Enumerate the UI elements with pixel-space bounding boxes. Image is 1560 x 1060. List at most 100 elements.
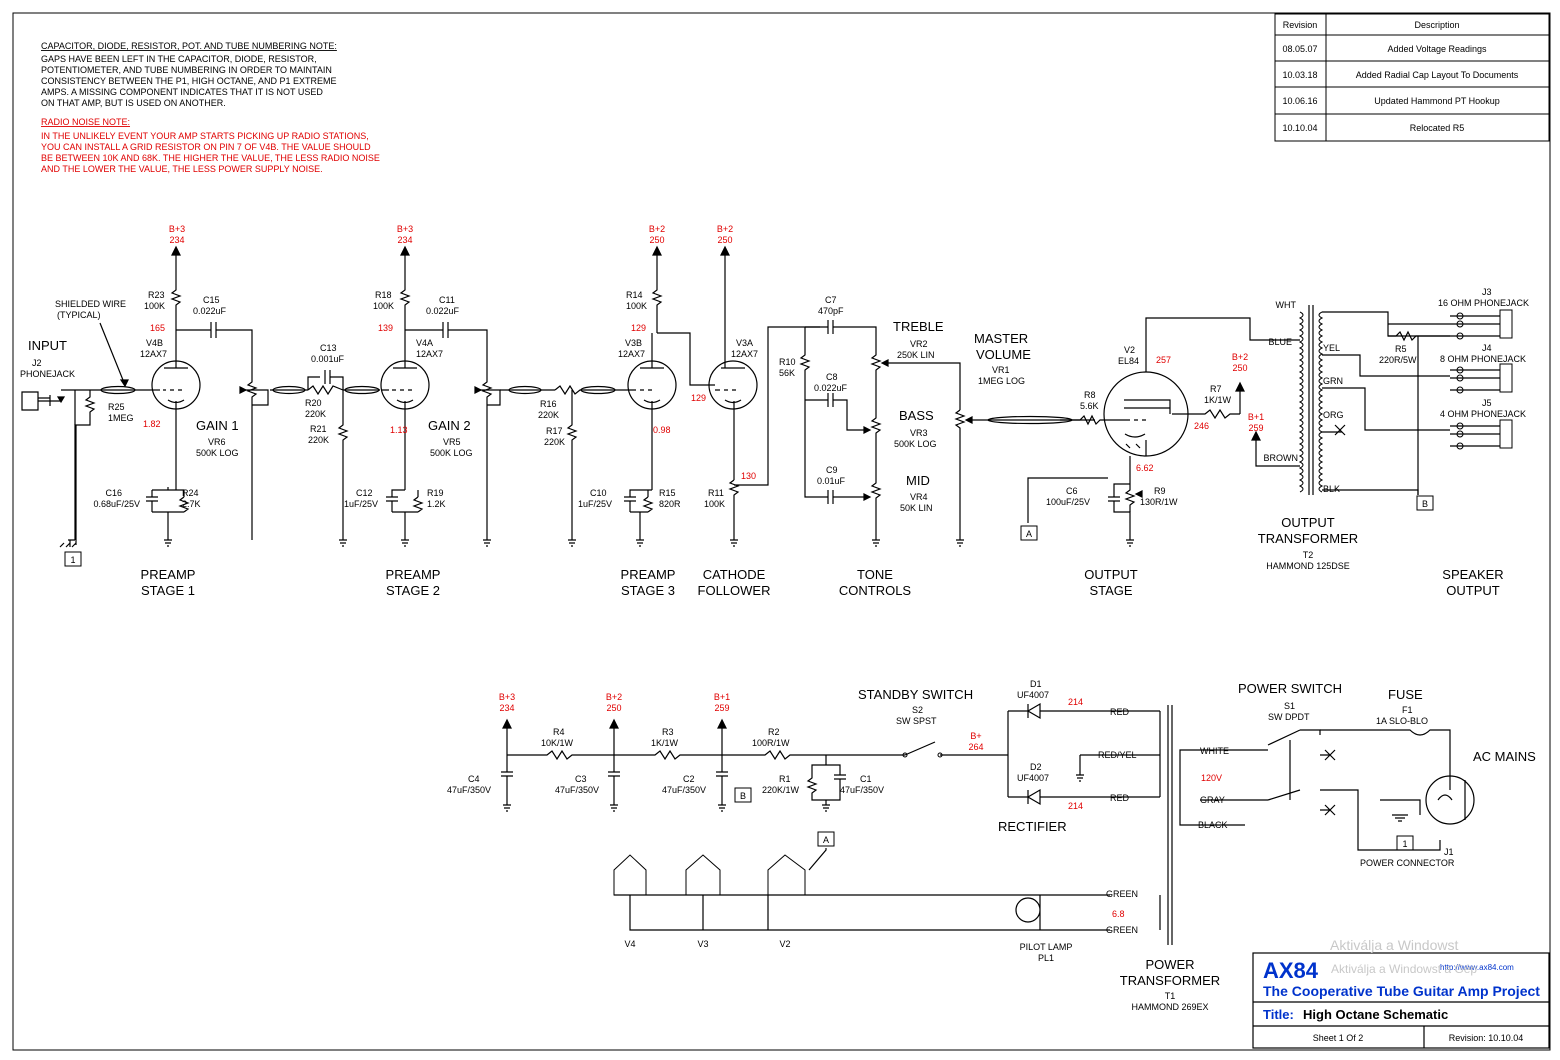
component-value: 1MEG LOG: [978, 376, 1025, 386]
voltage-reading: 1.13: [390, 425, 408, 435]
component-value: 47uF/350V: [840, 785, 884, 795]
pilot-lamp-label: PILOT LAMP: [1020, 942, 1073, 952]
component-ref: C10: [590, 488, 607, 498]
section-label: CATHODE: [703, 567, 766, 582]
rail-net: B+2: [606, 692, 622, 702]
wire-colors: WHT BLUE YEL GRN ORG BROWN BLK RED RED/Y…: [1098, 300, 1344, 935]
component-value: 220R/5W: [1379, 355, 1417, 365]
component-ref: VR5: [443, 437, 461, 447]
voltage-reading: 129: [691, 393, 706, 403]
component-value: 820R: [659, 499, 681, 509]
component-value: UF4007: [1017, 773, 1049, 783]
rail-net: B+2: [1232, 352, 1248, 362]
section-label: TRANSFORMER: [1258, 531, 1358, 546]
output-transformer: [1298, 305, 1450, 511]
t1-ref: T1: [1165, 991, 1176, 1001]
wire-color: GREEN: [1106, 889, 1138, 899]
notes-block: CAPACITOR, DIODE, RESISTOR, POT. AND TUB…: [41, 41, 380, 174]
component-value: 220K: [308, 435, 329, 445]
component-ref: V3A: [736, 338, 753, 348]
connector-label: 1: [1402, 839, 1407, 849]
rail-voltage: 234: [499, 703, 514, 713]
revision-number: Revision: 10.10.04: [1449, 1033, 1524, 1043]
component-value: 47uF/350V: [447, 785, 491, 795]
rail-voltage: 234: [169, 235, 184, 245]
radio-note-title: RADIO NOISE NOTE:: [41, 117, 130, 127]
preamp-stage-1: [21, 245, 308, 567]
component-ref: C4: [468, 774, 480, 784]
watermark-line: Aktiválja a Windowst a Gép: [1331, 962, 1477, 976]
connector-label: A: [1026, 529, 1032, 539]
component-ref: R17: [546, 426, 563, 436]
rail-net: B+1: [1248, 412, 1264, 422]
component-value: 1A SLO-BLO: [1376, 716, 1428, 726]
voltage-reading: 1.82: [143, 419, 161, 429]
connector-label: 1: [70, 555, 75, 565]
section-label: PREAMP: [621, 567, 676, 582]
component-ref: R1: [779, 774, 791, 784]
t2-ref: T2: [1303, 550, 1314, 560]
bass-label: BASS: [899, 408, 934, 423]
component-value: 1K/1W: [651, 738, 679, 748]
component-ref: R3: [662, 727, 674, 737]
component-ref: C15: [203, 295, 220, 305]
section-label: SPEAKER: [1442, 567, 1503, 582]
wire-color: YEL: [1323, 343, 1340, 353]
numbering-note-line: AMPS. A MISSING COMPONENT INDICATES THAT…: [41, 87, 323, 97]
power-supply: [501, 702, 1475, 945]
component-ref: J2: [32, 358, 42, 368]
component-ref: R9: [1154, 486, 1166, 496]
wire-color: GRAY: [1200, 795, 1225, 805]
treble-label: TREBLE: [893, 319, 944, 334]
component-labels: J2 PHONEJACK R25 1MEG C16 0.68uF/25V R24…: [20, 287, 1529, 857]
rectifier-label: RECTIFIER: [998, 819, 1067, 834]
numbering-note-line: ON THAT AMP, BUT IS USED ON ANOTHER.: [41, 98, 226, 108]
component-ref: R2: [768, 727, 780, 737]
rail-net: B+2: [649, 224, 665, 234]
connector-label: B: [740, 791, 746, 801]
component-ref: J4: [1482, 343, 1492, 353]
component-value: 100K: [704, 499, 725, 509]
component-ref: C12: [356, 488, 373, 498]
component-ref: J5: [1482, 398, 1492, 408]
component-value: 100R/1W: [752, 738, 790, 748]
component-ref: R20: [305, 398, 322, 408]
voltage-reading: 6.62: [1136, 463, 1154, 473]
component-ref: R14: [626, 290, 643, 300]
section-label: OUTPUT: [1446, 583, 1500, 598]
revision-cell: 08.05.07: [1282, 44, 1317, 54]
section-label: STAGE 1: [141, 583, 195, 598]
description-cell: Relocated R5: [1410, 123, 1465, 133]
component-ref: F1: [1402, 705, 1413, 715]
component-value: 0.01uF: [817, 476, 846, 486]
power-connector-label: POWER CONNECTOR: [1360, 858, 1455, 868]
standby-label: STANDBY SWITCH: [858, 687, 973, 702]
component-ref: C13: [320, 343, 337, 353]
shielded-wire-typical: (TYPICAL): [57, 310, 101, 320]
t2-model: HAMMOND 125DSE: [1266, 561, 1350, 571]
component-ref: VR1: [992, 365, 1010, 375]
component-ref: R10: [779, 357, 796, 367]
component-ref: C7: [825, 295, 837, 305]
component-value: 12AX7: [618, 349, 645, 359]
section-label: PREAMP: [386, 567, 441, 582]
sheet-number: Sheet 1 Of 2: [1313, 1033, 1364, 1043]
component-value: 12AX7: [140, 349, 167, 359]
voltage-reading: 129: [631, 323, 646, 333]
wire-color: RED: [1110, 707, 1130, 717]
speaker-jacks: [1450, 309, 1513, 450]
output-stage: [1020, 317, 1300, 547]
t1-model: HAMMOND 269EX: [1131, 1002, 1208, 1012]
shielded-wire-label: SHIELDED WIRE: [55, 299, 126, 309]
radio-note-line: IN THE UNLIKELY EVENT YOUR AMP STARTS PI…: [41, 131, 369, 141]
section-label: PREAMP: [141, 567, 196, 582]
supply-rails: B+3 234 B+3 234 B+2 250 B+2 250 B+2 250 …: [169, 224, 1264, 752]
component-ref: R15: [659, 488, 676, 498]
component-value: 8 OHM PHONEJACK: [1440, 354, 1526, 364]
rail-voltage: 250: [1232, 363, 1247, 373]
component-ref: VR2: [910, 339, 928, 349]
component-value: 2.7K: [182, 499, 201, 509]
component-value: 4 OHM PHONEJACK: [1440, 409, 1526, 419]
wire-color: ORG: [1323, 410, 1344, 420]
component-value: 1uF/25V: [344, 499, 378, 509]
